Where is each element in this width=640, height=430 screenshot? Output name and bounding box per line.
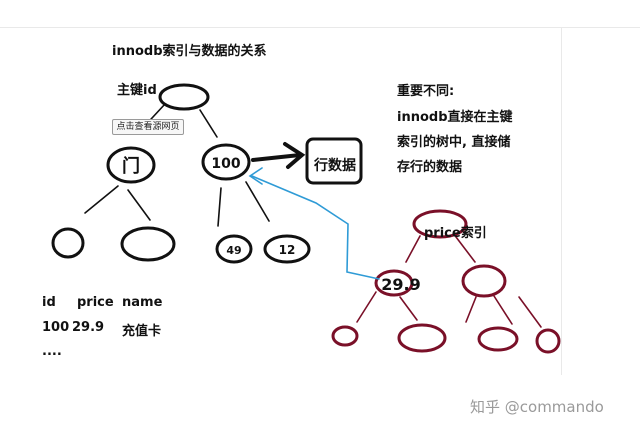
note-line: innodb直接在主键 [397,110,513,125]
note-line: 重要不同: [397,84,455,99]
pk-leaf-1 [51,227,85,259]
price-leaf-4 [535,328,561,354]
pk-leaf-4 [263,234,311,264]
pk-tree-edges [84,103,270,227]
top-divider [0,27,640,28]
price-leaf-3 [477,326,519,352]
row-data-label: 行数据 [314,158,356,174]
row-data-arrow [251,142,306,169]
row-data-box [305,137,363,185]
note-line: 索引的树中, 直接储 [397,135,511,150]
price-node-left [374,269,414,297]
price-index-tree [331,209,561,354]
pk-right-scribble: 100 [211,156,240,172]
column-header-id: id [42,295,56,310]
view-source-tooltip[interactable]: 点击查看源网页 [112,119,184,135]
pk-root-node [158,83,210,111]
pk-node-left [106,146,156,184]
price-tree-edges [356,235,542,328]
primary-key-label: 主键id [117,83,157,98]
pk-leaf-3 [215,234,253,264]
price-leaf-2 [397,323,447,353]
column-header-price: price [77,295,114,310]
column-header-name: name [122,295,163,310]
diagram-title: innodb索引与数据的关系 [112,44,267,59]
price-node-scribble: 29.9 [381,275,420,294]
blue-reference-arrow [248,167,380,280]
primary-key-tree [51,83,311,264]
row-cell-id: 100 [42,320,70,335]
pk-leaf-3-scribble: 49 [226,244,241,257]
row-cell-name: 充值卡 [122,324,162,339]
price-leaf-1 [331,325,359,347]
price-node-right [461,264,507,298]
price-root-node [412,209,468,239]
pk-leaf-4-scribble: 12 [279,243,296,257]
price-index-label: price索引 [424,226,487,241]
row-cell-price: 29.9 [72,320,105,335]
more-rows-ellipsis: .... [42,344,62,359]
zhihu-watermark: 知乎 @commando [470,398,604,416]
pk-left-scribble: 门 [122,155,140,177]
note-line: 存行的数据 [397,160,463,175]
pk-leaf-2 [120,226,176,262]
right-divider [561,27,562,375]
pk-node-right [201,143,251,181]
